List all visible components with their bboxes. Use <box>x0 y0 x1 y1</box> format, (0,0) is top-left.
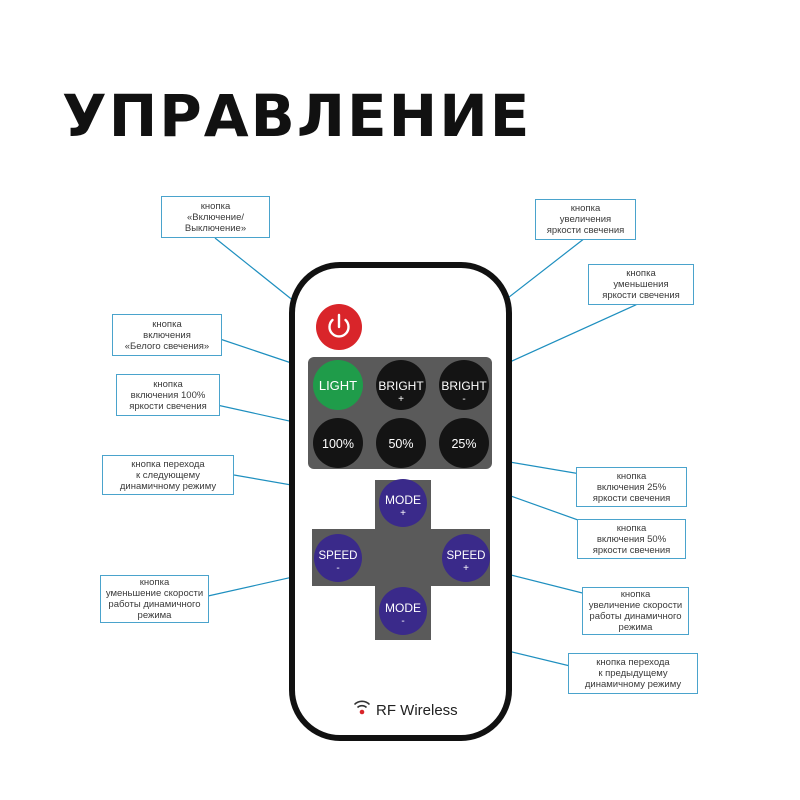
label-line: динамичному режиму <box>584 679 682 690</box>
label-line: кнопка <box>616 522 647 534</box>
speed-down-sign: - <box>336 563 339 574</box>
brightness-25-label: 25% <box>451 437 476 451</box>
bright-down-sign: - <box>462 394 465 405</box>
speed-up-button[interactable]: SPEED + <box>442 534 490 582</box>
label-line: уменьшение скорости <box>105 588 204 599</box>
label-line: работы динамичного <box>589 611 682 622</box>
label-line: включения 25% <box>596 481 667 493</box>
label-line: кнопка <box>139 577 170 588</box>
label-mode-down: кнопка перехода к предыдущему динамичном… <box>568 653 698 694</box>
label-line: кнопка <box>570 203 601 214</box>
speed-down-label: SPEED <box>319 550 358 562</box>
label-line: кнопка <box>620 589 651 600</box>
label-mode-up: кнопка перехода к следующему динамичному… <box>102 455 234 495</box>
brightness-100-label: 100% <box>322 437 354 451</box>
label-brightness-25: кнопка включения 25% яркости свечения <box>576 467 687 507</box>
label-line: яркости свечения <box>592 544 671 556</box>
label-brightness-50: кнопка включения 50% яркости свечения <box>577 519 686 559</box>
label-line: к предыдущему <box>598 668 668 679</box>
label-line: режима <box>137 610 172 621</box>
label-line: включения <box>143 329 191 341</box>
bright-up-sign: + <box>398 394 404 405</box>
label-line: яркости свечения <box>592 492 671 504</box>
label-light: кнопка включения «Белого свечения» <box>112 314 222 356</box>
speed-down-button[interactable]: SPEED - <box>314 534 362 582</box>
label-line: «Включение/ <box>186 211 245 223</box>
light-button[interactable]: LIGHT <box>313 360 363 410</box>
mode-down-label: MODE <box>385 601 421 615</box>
bright-up-button[interactable]: BRIGHT + <box>376 360 426 410</box>
mode-up-sign: + <box>400 508 406 519</box>
label-line: режима <box>618 622 653 633</box>
label-line: кнопка <box>200 200 231 212</box>
mode-down-button[interactable]: MODE - <box>379 587 427 635</box>
power-icon <box>328 318 350 338</box>
brightness-50-button[interactable]: 50% <box>376 418 426 468</box>
label-line: включения 100% <box>130 389 206 401</box>
label-line: яркости свечения <box>546 225 625 236</box>
label-line: Выключение» <box>184 222 247 234</box>
label-line: «Белого свечения» <box>124 340 210 352</box>
label-line: работы динамичного <box>108 599 201 610</box>
label-line: яркости свечения <box>129 400 207 412</box>
brightness-100-button[interactable]: 100% <box>313 418 363 468</box>
brightness-50-label: 50% <box>388 437 413 451</box>
label-line: динамичному режиму <box>119 480 217 492</box>
bright-down-button[interactable]: BRIGHT - <box>439 360 489 410</box>
label-line: кнопка <box>626 268 656 279</box>
label-line: уменьшения <box>613 279 669 290</box>
label-line: к следующему <box>136 469 200 481</box>
light-label: LIGHT <box>319 378 357 393</box>
label-line: кнопка <box>616 470 647 482</box>
label-speed-up: кнопка увеличение скорости работы динами… <box>582 587 689 635</box>
label-line: включения 50% <box>596 533 667 545</box>
dpad-panel <box>312 480 490 640</box>
speed-up-sign: + <box>463 563 469 574</box>
label-speed-down: кнопка уменьшение скорости работы динами… <box>100 575 209 623</box>
brightness-25-button[interactable]: 25% <box>439 418 489 468</box>
mode-up-label: MODE <box>385 493 421 507</box>
label-line: кнопка <box>152 318 182 330</box>
label-power: кнопка «Включение/ Выключение» <box>161 196 270 238</box>
bright-up-label: BRIGHT <box>378 379 424 393</box>
label-bright-down: кнопка уменьшения яркости свечения <box>588 264 694 305</box>
power-button[interactable] <box>316 304 362 350</box>
bright-down-label: BRIGHT <box>441 379 487 393</box>
label-line: яркости свечения <box>602 290 680 301</box>
speed-up-label: SPEED <box>447 550 486 562</box>
label-line: увеличения <box>559 214 612 225</box>
mode-up-button[interactable]: MODE + <box>379 479 427 527</box>
mode-down-sign: - <box>401 616 404 627</box>
label-bright-up: кнопка увеличения яркости свечения <box>535 199 636 240</box>
label-line: кнопка <box>153 378 183 390</box>
label-line: кнопка перехода <box>131 458 205 470</box>
page-title: УПРАВЛЕНИЕ <box>62 82 532 150</box>
label-brightness-100: кнопка включения 100% яркости свечения <box>116 374 220 416</box>
label-line: кнопка перехода <box>596 657 670 668</box>
rf-wireless-label: RF Wireless <box>376 702 458 719</box>
wireless-signal-icon <box>353 700 371 715</box>
label-line: увеличение скорости <box>588 600 683 611</box>
